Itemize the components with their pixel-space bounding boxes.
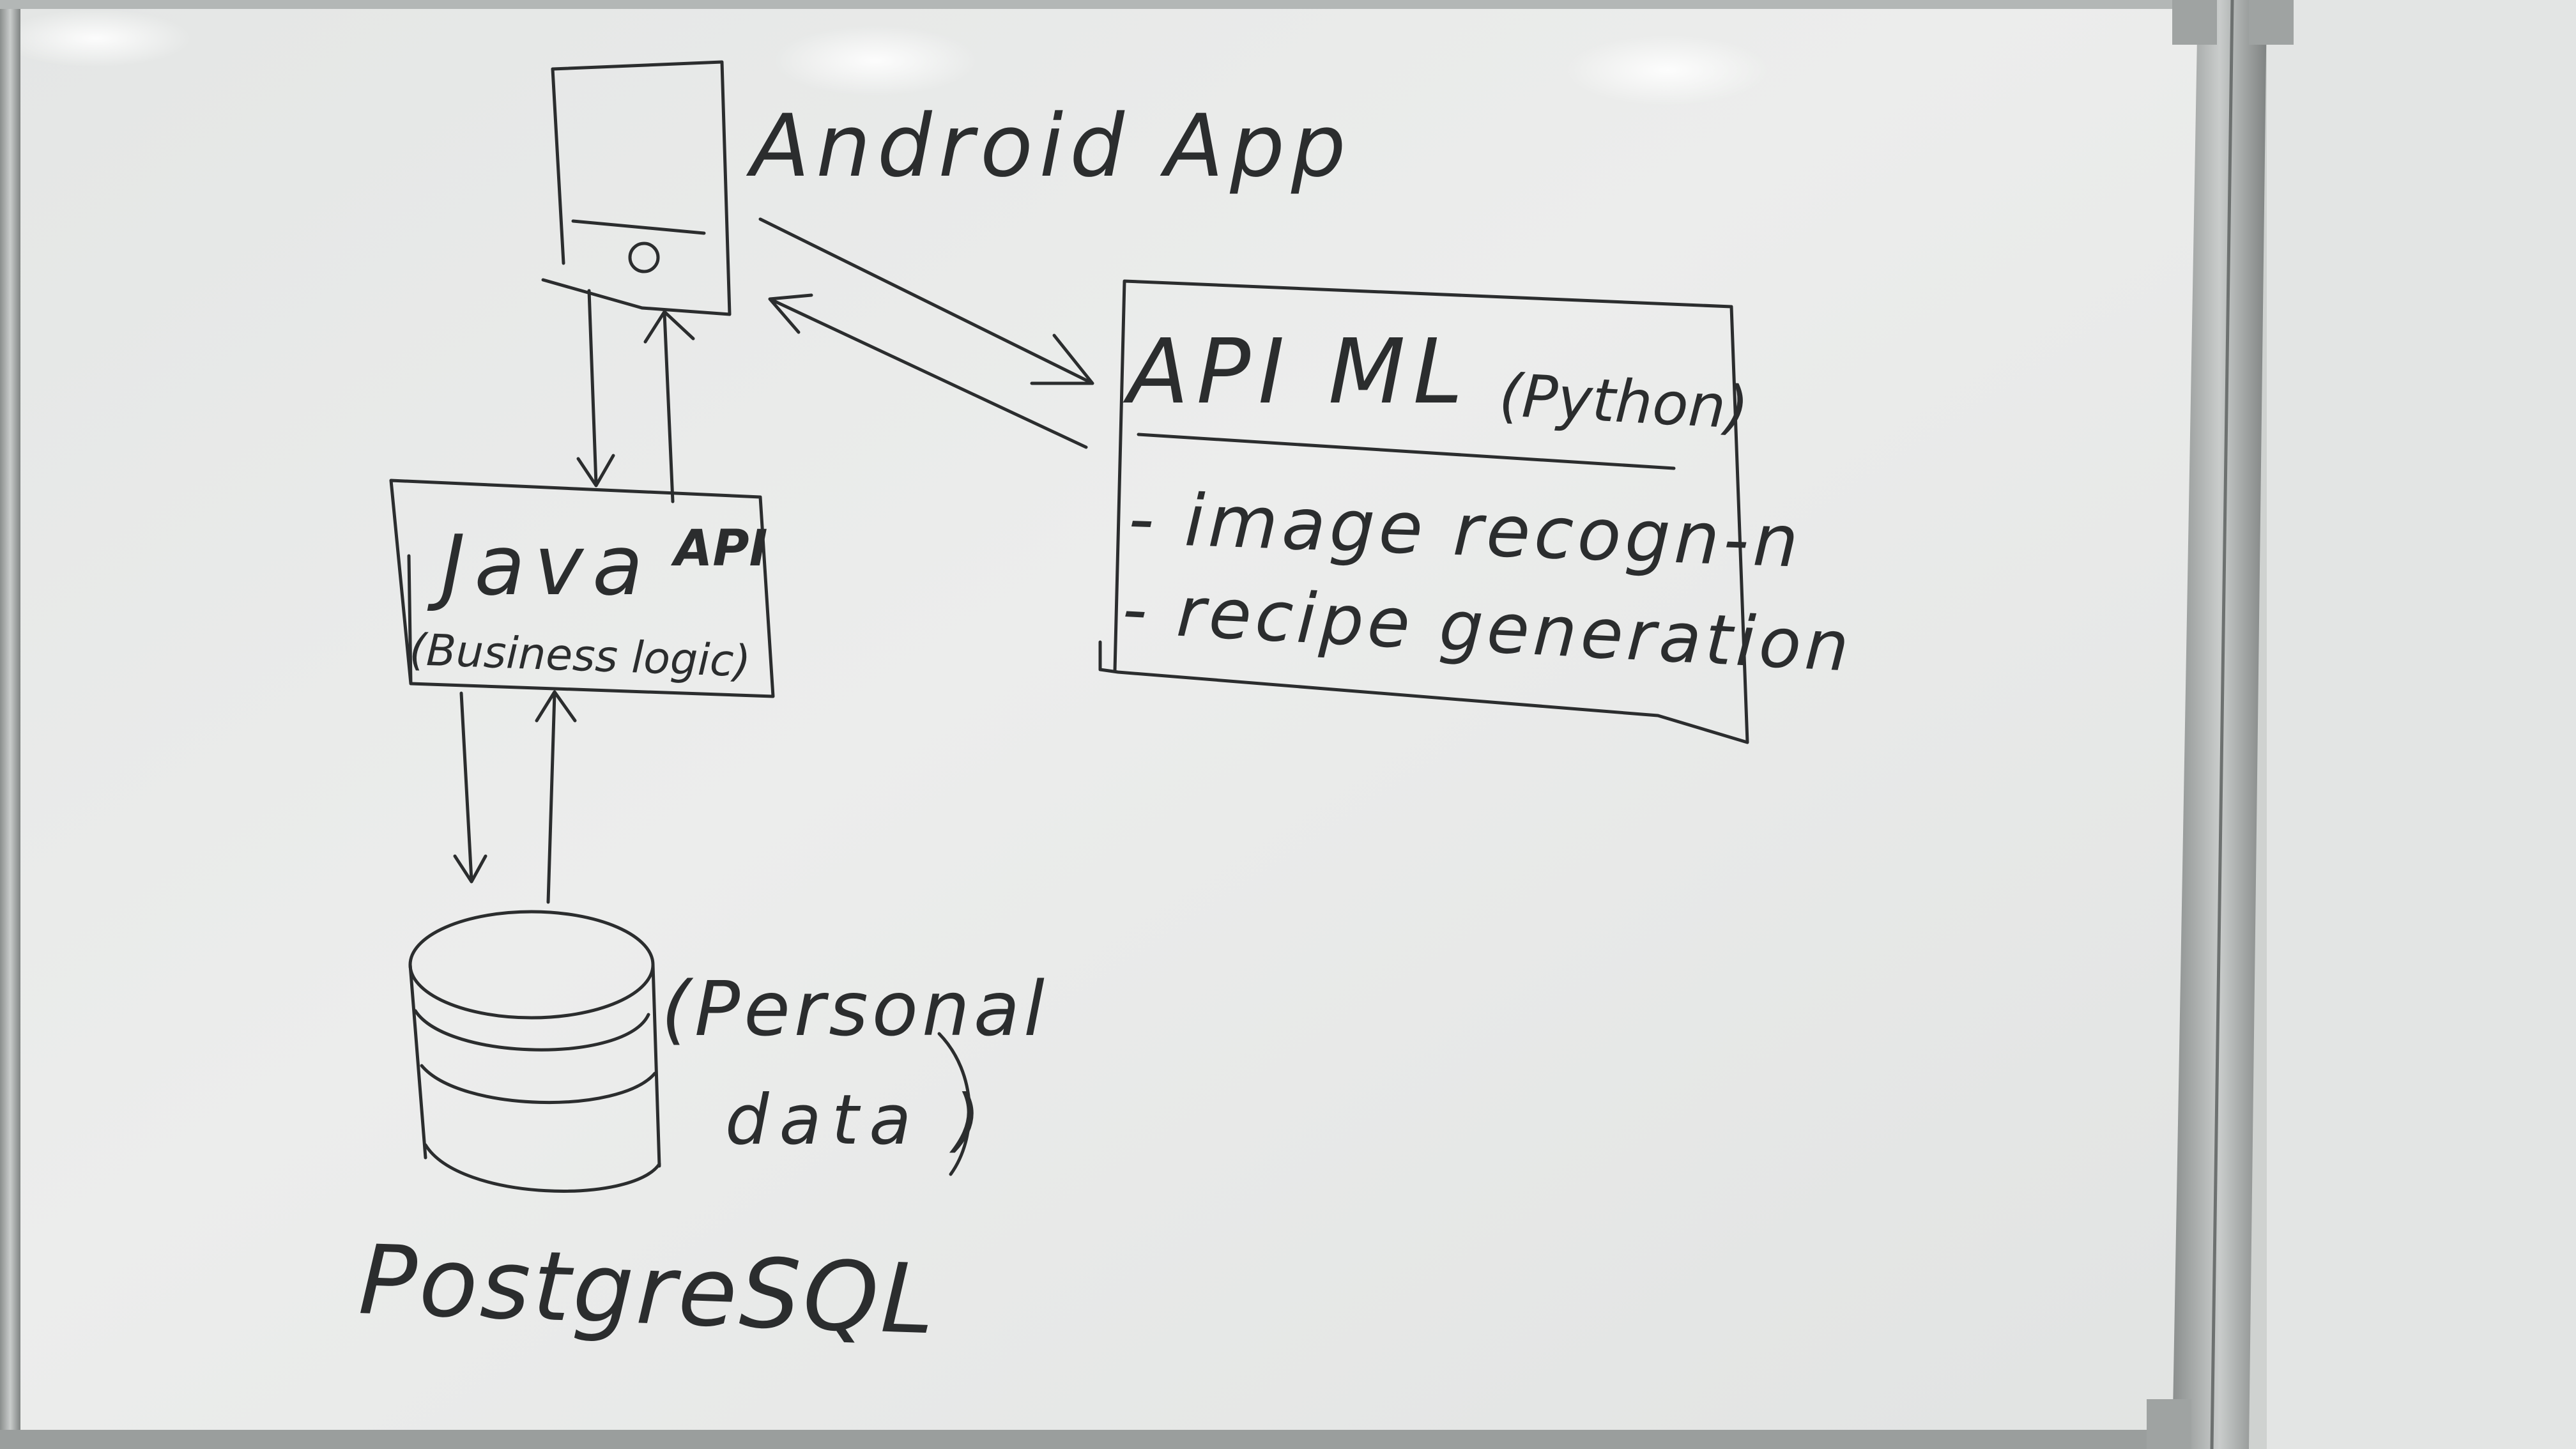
arrow-phone-to-ml: [758, 217, 1094, 385]
android-app-label: Android App: [746, 96, 1353, 196]
database-cylinder: [408, 910, 661, 1193]
java-subtitle: (Business logic): [408, 625, 751, 687]
phone-sketch: [541, 60, 732, 316]
phone-home-button: [628, 241, 660, 273]
arrow-ml-to-phone: [768, 293, 1088, 449]
ml-box: [1098, 279, 1749, 744]
second-board-surface: [2267, 0, 2576, 1449]
board-frame-bottom: [0, 1430, 2217, 1449]
ml-title-underline: [1137, 433, 1676, 470]
java-box: [389, 479, 775, 698]
ml-title: API ML: [1123, 320, 1471, 424]
note-closing-paren: [937, 1032, 972, 1176]
arrow-db-to-java: [535, 690, 577, 904]
java-title: Java: [427, 517, 652, 614]
board-frame-left: [0, 0, 20, 1449]
corner-bracket: [2147, 1399, 2191, 1449]
board-surface: [0, 0, 2217, 1449]
arrow-java-to-phone: [643, 310, 695, 503]
frame-seam: [2210, 0, 2234, 1449]
board-frame-right: [2172, 0, 2267, 1449]
database-note-line-2: data ): [725, 1080, 991, 1160]
java-api-tag: API: [670, 520, 768, 578]
database-note-line-1: (Personal: [661, 965, 1048, 1053]
database-name: PostgreSQL: [357, 1225, 939, 1356]
corner-bracket: [2172, 0, 2217, 45]
light-glare: [0, 10, 192, 67]
drawing: [389, 60, 1749, 1193]
light-glare: [1565, 35, 1770, 105]
corner-bracket: [2249, 0, 2294, 45]
board-frame-top: [0, 0, 2217, 9]
arrow-phone-to-java: [576, 289, 615, 487]
arrow-java-to-db: [453, 691, 487, 884]
ml-language: (Python): [1498, 361, 1751, 442]
light-glare: [773, 26, 977, 96]
